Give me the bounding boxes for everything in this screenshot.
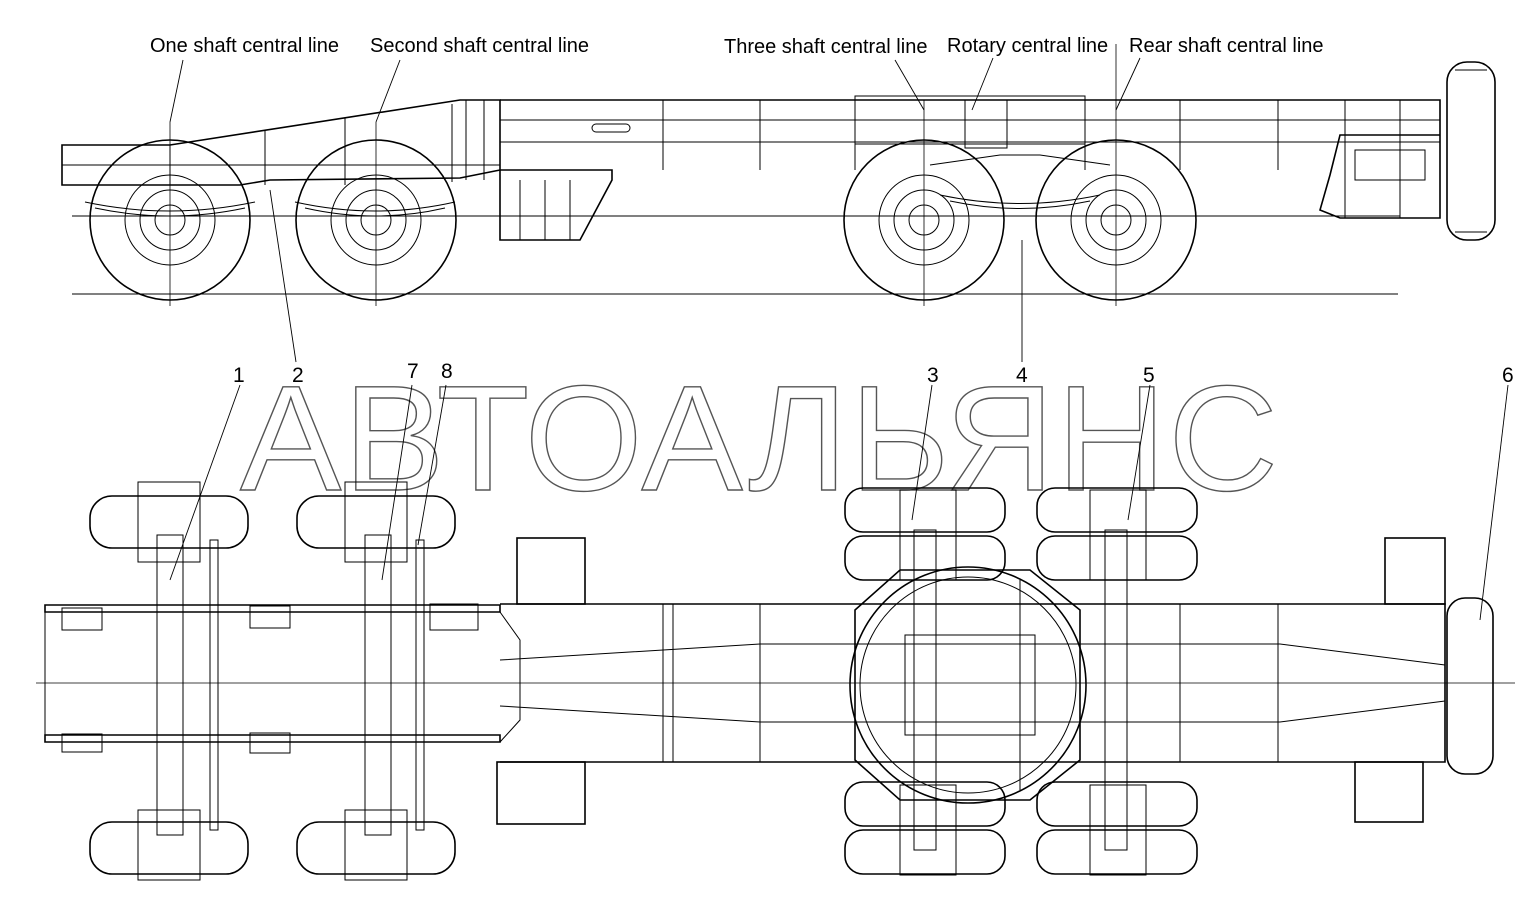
top-front-frame	[44, 603, 521, 754]
callout-6: 6	[1502, 364, 1514, 387]
callout-7: 7	[407, 360, 419, 383]
side-view: One shaft central line Second shaft cent…	[61, 35, 1496, 363]
top-view: 1 2 3 4 5 6 7 8	[36, 360, 1515, 881]
watermark-text: АВТОАЛЬЯНС	[240, 354, 1280, 522]
label-rear-shaft: Rear shaft central line	[1129, 35, 1324, 57]
callout-2: 2	[292, 364, 304, 387]
callout-1: 1	[233, 364, 245, 387]
callout-5: 5	[1143, 364, 1155, 387]
label-one-shaft: One shaft central line	[150, 35, 339, 57]
leader-second-shaft	[375, 59, 401, 123]
leader-rotary	[971, 57, 994, 111]
callout-3: 3	[927, 364, 939, 387]
side-frame	[61, 95, 1441, 241]
label-three-shaft: Three shaft central line	[724, 36, 927, 58]
shaft-central-lines	[169, 44, 1117, 306]
label-second-shaft: Second shaft central line	[370, 35, 589, 57]
leader-rear-shaft	[1115, 57, 1141, 111]
callout-4: 4	[1016, 364, 1028, 387]
top-axle-4	[1036, 487, 1198, 876]
leader-2	[269, 189, 297, 363]
label-rotary: Rotary central line	[947, 35, 1108, 57]
top-main-beam	[496, 537, 1446, 825]
callout-leaders	[169, 384, 1509, 621]
callout-8: 8	[441, 360, 453, 383]
turntable	[849, 566, 1087, 804]
top-spare-tire	[1446, 597, 1494, 775]
side-spare-tire	[1446, 61, 1496, 241]
top-axle-3	[844, 487, 1006, 876]
leader-one-shaft	[169, 59, 184, 123]
leader-three-shaft	[894, 59, 925, 111]
top-axle-2	[296, 481, 456, 881]
top-axle-1	[89, 481, 249, 881]
